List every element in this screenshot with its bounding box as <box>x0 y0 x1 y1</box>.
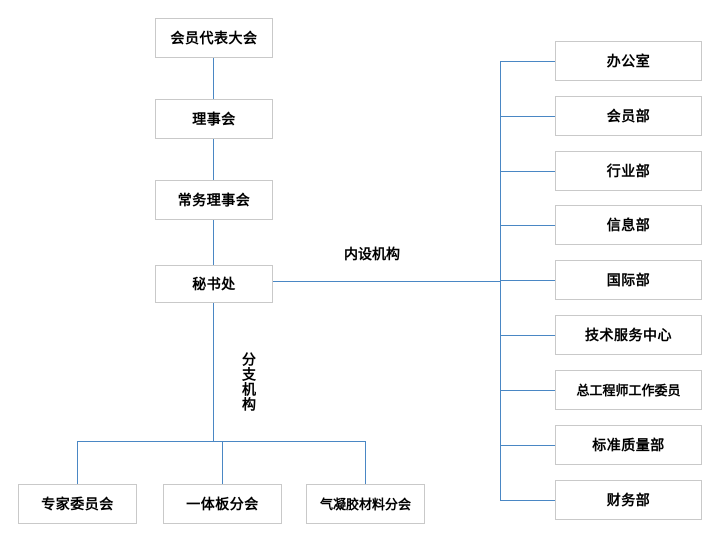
node-secretariat[interactable]: 秘书处 <box>155 265 273 303</box>
connector-stub-membership <box>500 116 555 117</box>
connector-secretariat-to-branch-bus <box>213 303 214 441</box>
node-membership[interactable]: 会员部 <box>555 96 702 136</box>
connector-assembly-to-council <box>213 58 214 99</box>
node-industry[interactable]: 行业部 <box>555 151 702 191</box>
internal-departments-label: 内设机构 <box>344 246 400 262</box>
connector-stub-industry <box>500 171 555 172</box>
node-chief-engineer-committee[interactable]: 总工程师工作委员 <box>555 370 702 410</box>
node-standing-council[interactable]: 常务理事会 <box>155 180 273 220</box>
branch-organizations-label: 分支机构 <box>240 352 257 412</box>
connector-stub-chief-engineer-committee <box>500 390 555 391</box>
node-aerogel-material-branch[interactable]: 气凝胶材料分会 <box>306 484 425 524</box>
connector-standing-council-to-secretariat <box>213 220 214 265</box>
connector-stub-information <box>500 225 555 226</box>
node-finance[interactable]: 财务部 <box>555 480 702 520</box>
connector-stub-standard-quality <box>500 445 555 446</box>
connector-stub-office <box>500 61 555 62</box>
connector-branch-drop-integrated-board <box>222 441 223 484</box>
node-council[interactable]: 理事会 <box>155 99 273 139</box>
connector-stub-international <box>500 280 555 281</box>
connector-branch-drop-aerogel <box>365 441 366 484</box>
node-integrated-board-branch[interactable]: 一体板分会 <box>163 484 282 524</box>
node-information[interactable]: 信息部 <box>555 205 702 245</box>
connector-branch-bus <box>77 441 366 442</box>
node-tech-service-center[interactable]: 技术服务中心 <box>555 315 702 355</box>
connector-stub-finance <box>500 500 555 501</box>
node-expert-committee[interactable]: 专家委员会 <box>18 484 137 524</box>
connector-stub-tech-service-center <box>500 335 555 336</box>
connector-secretariat-to-internal-trunk <box>273 281 500 282</box>
node-international[interactable]: 国际部 <box>555 260 702 300</box>
connector-council-to-standing-council <box>213 139 214 180</box>
connector-branch-drop-expert-committee <box>77 441 78 484</box>
node-standard-quality[interactable]: 标准质量部 <box>555 425 702 465</box>
node-assembly[interactable]: 会员代表大会 <box>155 18 273 58</box>
node-office[interactable]: 办公室 <box>555 41 702 81</box>
